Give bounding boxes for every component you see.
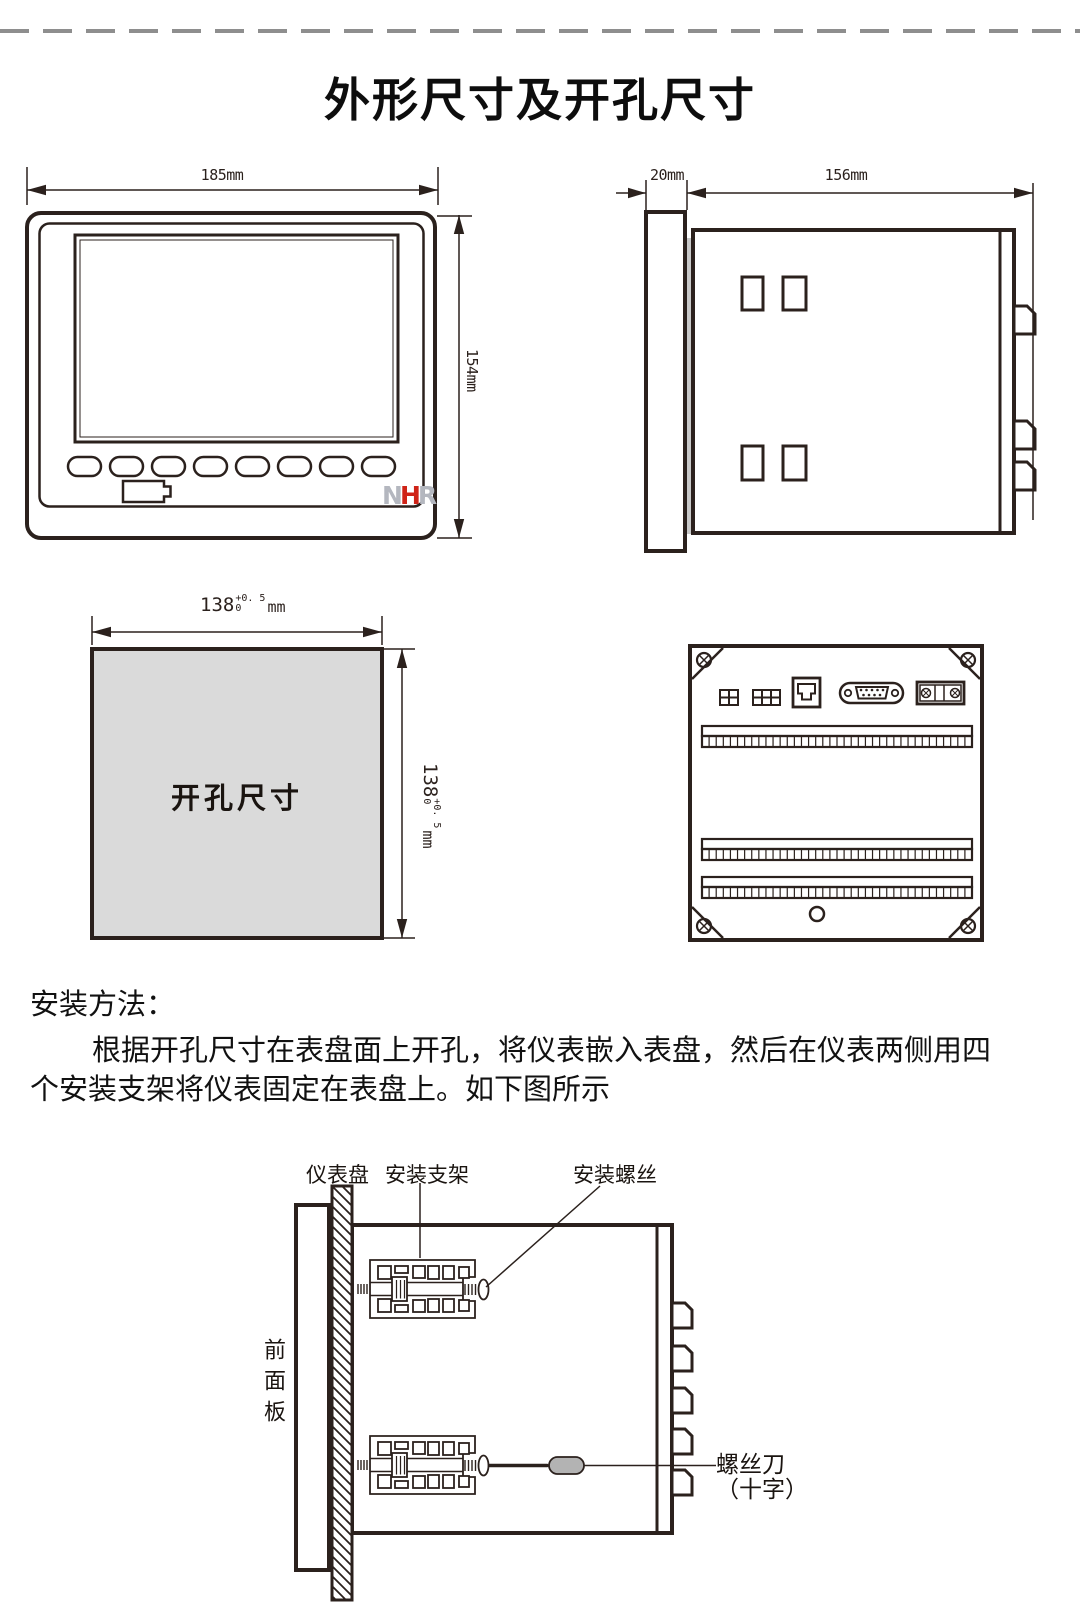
mounting-screw-label: 安装螺丝: [573, 1163, 657, 1187]
rear-ground-hole: [808, 905, 826, 923]
screwdriver-label-line1: 螺丝刀: [716, 1452, 785, 1477]
terminal-strip-2: [700, 837, 974, 862]
front-screen-bevel: [79, 239, 394, 438]
cutout-square: [90, 647, 384, 940]
install-front-panel: [294, 1203, 331, 1572]
jumper-block-2pin: [719, 689, 739, 706]
jumper-block-3pin: [752, 689, 781, 706]
screwdriver-label-line2: （十字）: [716, 1477, 808, 1502]
side-view-diagram: [616, 180, 1037, 553]
side-vent-slots: [740, 275, 808, 482]
panel-board-label: 仪表盘: [306, 1163, 369, 1187]
side-gasket-shadow: [685, 238, 694, 534]
ethernet-port-icon: [791, 676, 822, 709]
front-panel-label: 前面板: [261, 1338, 286, 1431]
side-terminal-tabs: [1012, 304, 1037, 492]
serial-db9-port-icon: [838, 681, 905, 705]
mounting-bracket-top: [357, 1259, 490, 1319]
install-method-heading: 安装方法：: [30, 989, 176, 1021]
leader-lines: [419, 1183, 716, 1467]
screw-leader-line: [485, 1185, 601, 1288]
screwdriver-label: 螺丝刀 （十字）: [716, 1452, 808, 1502]
mounting-bracket-bottom: [357, 1435, 490, 1495]
terminal-strip-3: [700, 875, 974, 900]
side-body: [691, 228, 1016, 535]
power-terminal-block: [915, 680, 966, 706]
front-buttons: [66, 455, 397, 478]
brand-logo: NHR: [382, 481, 437, 510]
install-paragraph-line2: 个安装支架将仪表固定在表盘上。如下图所示: [30, 1074, 611, 1106]
front-screen: [73, 233, 400, 444]
side-front-bezel: [644, 210, 687, 553]
panel-board-hatch: [331, 1185, 353, 1601]
front-height-dimension: [437, 215, 472, 539]
cutout-height-dimension: [384, 648, 415, 939]
front-width-dim-label: 185mm: [200, 166, 244, 184]
page-title: 外形尺寸及开孔尺寸: [324, 73, 756, 127]
installation-diagram: [294, 1183, 716, 1602]
install-terminal-tabs: [670, 1301, 694, 1497]
screwdriver-handle: [548, 1456, 585, 1475]
mounting-bracket-label: 安装支架: [385, 1163, 469, 1187]
rear-view-diagram: [688, 644, 984, 942]
front-height-dim-label: 154mm: [463, 349, 481, 392]
front-width-dimension: [26, 167, 439, 205]
body-depth-dim-label: 156mm: [824, 166, 868, 184]
front-outer-case: [25, 211, 437, 540]
cutout-diagram: [90, 616, 415, 940]
rear-corner-screws: [695, 651, 977, 935]
cutout-width-dimension: [91, 616, 383, 645]
usb-port-icon: [121, 479, 172, 504]
screwdriver: [488, 1456, 585, 1475]
page-top-dashed-rule: [0, 29, 1080, 33]
install-paragraph-line1: 根据开孔尺寸在表盘面上开孔，将仪表嵌入表盘，然后在仪表两侧用四: [92, 1035, 992, 1067]
bezel-depth-dim-label: 20mm: [649, 166, 685, 184]
terminal-strip-1: [700, 724, 974, 749]
front-view-diagram: [25, 167, 472, 540]
side-depth-dimensions: [616, 180, 1034, 520]
front-inner-bezel: [38, 222, 425, 508]
cutout-label: 开孔尺寸: [170, 783, 303, 815]
